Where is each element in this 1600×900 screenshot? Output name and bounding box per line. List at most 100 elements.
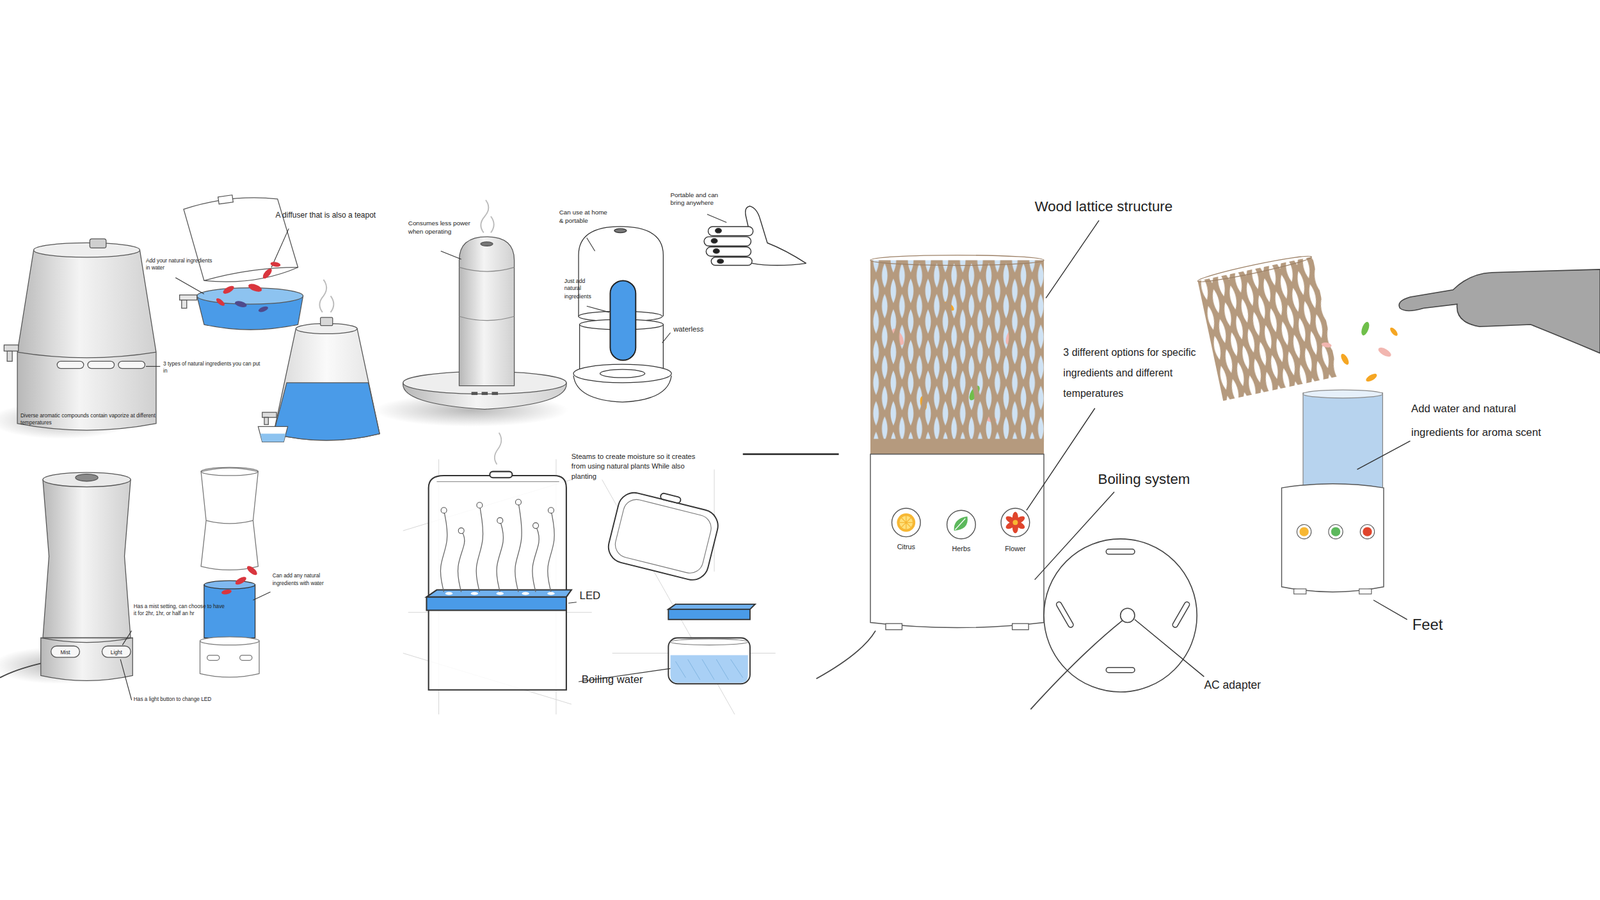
annotation-label: Feet [1412,614,1444,635]
ingredient-leaf [247,282,263,294]
tray-hole [547,592,555,596]
hand-sketch-part [711,257,752,266]
annotation-label: Flower [1004,544,1026,554]
base-bottom-view-part [1105,549,1135,555]
terrarium-parts-part [604,483,723,584]
leader-lines-part [1026,408,1096,511]
teapot-diffuser-part [7,350,13,361]
refill-unit-part [1299,527,1309,537]
plant-stem [476,504,483,592]
lattice-diffuser-part [870,260,1044,443]
mist-diffuser-part [51,645,80,658]
plant-flower [476,502,483,509]
annotation-label: Has a light button to change LED [133,695,267,703]
mist-exploded-part [204,584,256,639]
tray-hole [522,592,530,596]
ingredient-leaf [245,564,259,577]
lattice-diffuser-part [870,454,1044,628]
teapot-diffuser-part [17,352,157,358]
annotation-label: Light [110,648,123,656]
capsule-diffuser-part [458,236,514,386]
teapot-diffuser-part [87,360,114,368]
refill-unit-part [1294,588,1307,594]
refill-unit-part [1303,392,1383,493]
terrarium-parts-part [668,637,751,684]
plant-stem [532,525,539,592]
teapot-exploded-part [320,317,333,326]
teapot-diffuser-part [89,238,107,248]
teapot-exploded-part [179,295,198,301]
teapot-exploded-part [260,433,287,443]
ingredient-leaf [1376,345,1392,359]
terrarium [426,432,571,690]
leader-lines-part [1034,491,1115,580]
capsule-diffuser-part [458,267,514,321]
lattice-sleeve-part [1196,252,1312,285]
annotation-label: waterless [673,324,735,335]
capsule-exploded-part [573,364,672,383]
terrarium-parts-part-part [659,492,681,504]
mist-diffuser-part [0,663,41,678]
lattice-diffuser-part [954,518,966,530]
mist-exploded-part [240,655,253,661]
teapot-exploded-part [204,267,299,281]
annotation-label: A diffuser that is also a teapot [275,209,413,221]
capsule-exploded-part [609,280,636,360]
ingredient-leaf [1360,320,1371,336]
falling-ingredients [1320,320,1400,383]
lattice-diffuser-part [891,508,921,537]
leader-lines-part [707,214,727,223]
lattice-diffuser-part [896,513,916,532]
ingredient-leaf [1388,326,1400,338]
annotation-label: 3 different options for specific ingredi… [1063,343,1201,405]
hand-sketch-part [704,236,751,246]
plant-flower [440,507,447,514]
mist-diffuser-part [42,472,131,487]
teapot-diffuser [0,238,157,440]
terrarium-part [436,481,559,482]
mist-diffuser-part [42,473,131,639]
capsule-diffuser-part [471,391,479,395]
plant-stem [547,510,555,592]
lattice-diffuser [816,255,1045,680]
terrarium-parts-part [668,604,756,610]
annotation-label: LED [579,587,601,603]
mist-exploded-part [207,655,220,661]
plant-flower [548,507,555,514]
tray-hole [471,592,479,596]
annotation-label: Just add natural ingredients [564,277,601,301]
leader-lines-part [586,305,610,313]
annotation-label: Diverse aromatic compounds contain vapor… [20,412,174,427]
terrarium-parts-part [668,609,751,620]
leader-lines-part [120,659,132,701]
capsule-diffuser-part [480,200,494,233]
base-bottom-view-part [1120,608,1135,623]
teapot-exploded-part [181,300,187,309]
leader-lines-part [440,250,462,260]
refill-unit-part [1362,527,1372,537]
divider-line [743,453,840,455]
annotation-label: Steams to create moisture so it creates … [571,451,699,481]
teapot-exploded-part [218,195,234,205]
plant-stem [457,530,464,592]
mist-diffuser [0,472,133,684]
mist-diffuser-part [40,637,133,642]
terrarium-parts-part [670,638,749,646]
terrarium-parts-part [670,655,749,683]
teapot-exploded-part [257,426,288,442]
ingredient-leaf [270,261,281,268]
plant-flowers [440,499,554,534]
plant-stem [496,520,504,592]
refill-unit [1281,389,1384,594]
lattice-sleeve-part [1197,256,1338,401]
leader-lines [120,214,1410,701]
base-bottom-view-part [1055,600,1074,629]
annotation-label: Add your natural ingredients in water [145,257,214,272]
refill-unit-part [1328,524,1343,539]
terrarium-parts-part [675,659,743,680]
hand-sketch-part [745,206,807,264]
tray-hole [445,592,453,596]
teapot-exploded-part [273,325,380,441]
tray-holes [445,592,555,596]
lattice-diffuser-part [870,260,1044,443]
